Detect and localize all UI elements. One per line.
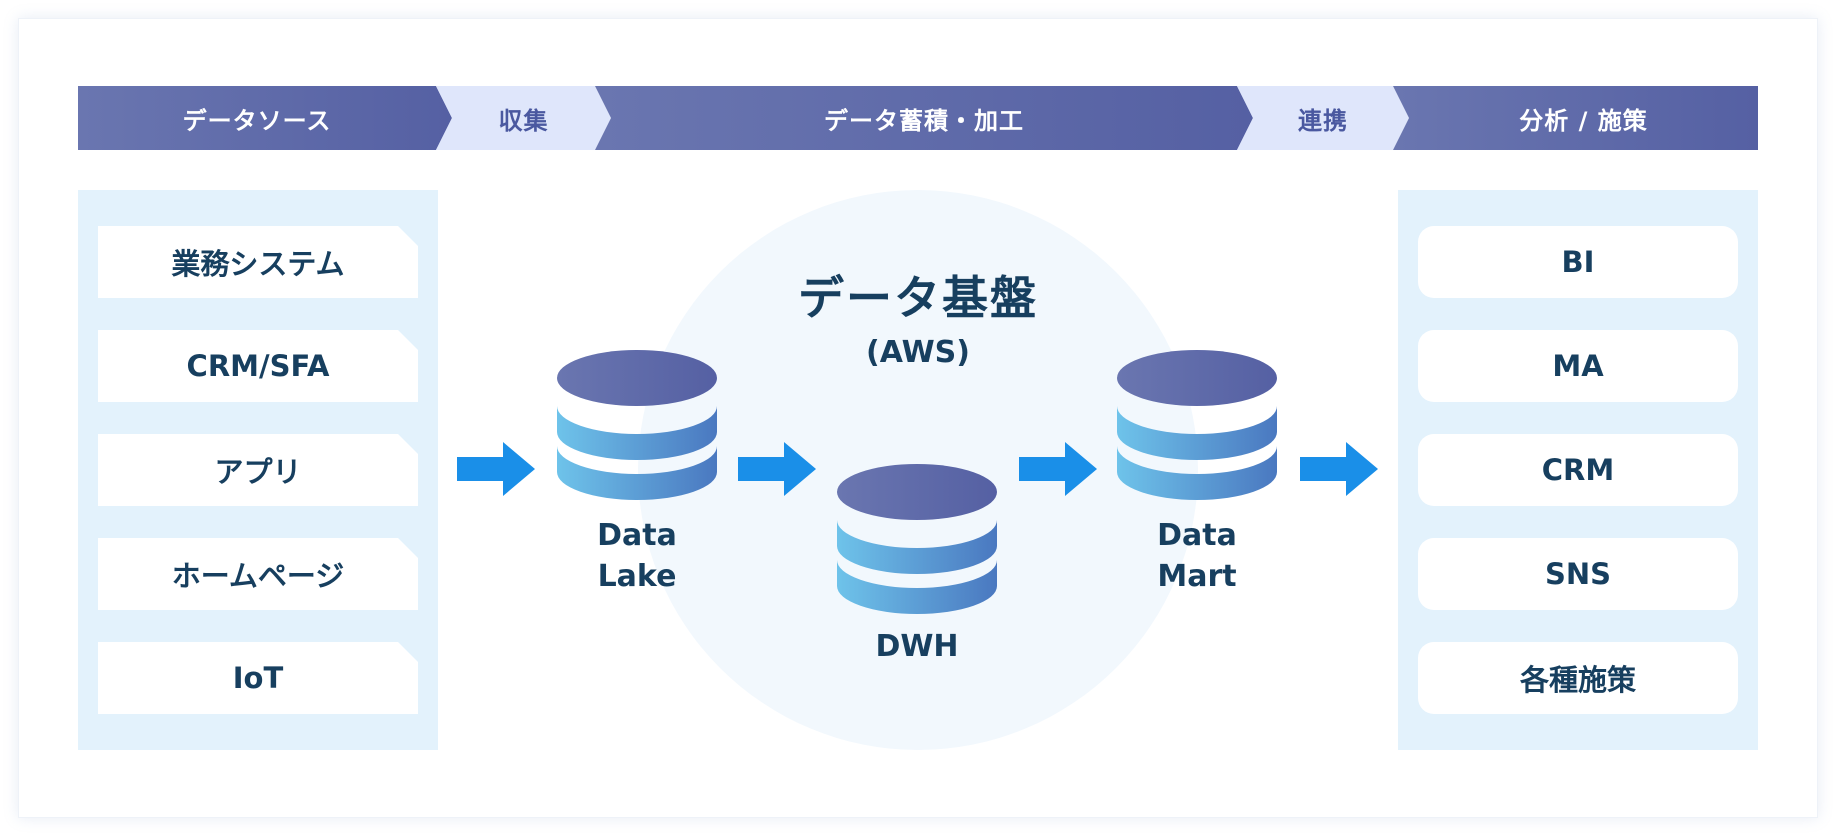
data-mart-label: Data Mart [1087,515,1307,597]
data-lake-label: Data Lake [527,515,747,597]
data-source-panel: 業務システム CRM/SFA アプリ ホームページ IoT [78,190,438,750]
use-item-bi: BI [1418,226,1738,298]
right-arrow-icon [457,442,535,496]
data-mart-label-line2: Mart [1157,559,1237,594]
source-item-app: アプリ [98,434,418,506]
platform-subtitle: (AWS) [866,335,970,370]
dwh-label: DWH [875,629,959,664]
platform-title: データ基盤 [798,271,1038,325]
use-item-crm: CRM [1418,434,1738,506]
stage-bg-analysis [1393,86,1758,150]
data-lake-label-line1: Data [597,518,677,553]
data-mart-label-line1: Data [1157,518,1237,553]
stage-data-source: データソース [182,106,332,135]
stage-bg-collect [436,86,611,150]
use-item-sns: SNS [1418,538,1738,610]
stage-analysis: 分析 / 施策 [1519,106,1648,135]
right-arrow-icon [738,442,816,496]
source-item-business-system: 業務システム [98,226,418,298]
use-item-ma: MA [1418,330,1738,402]
stage-link: 連携 [1298,106,1348,135]
stage-bg-link [1237,86,1409,150]
stage-collect: 収集 [498,106,549,135]
dwh-database-icon [837,464,997,614]
data-lake-database-icon [557,350,717,500]
right-arrow-icon [1300,442,1378,496]
analysis-panel: BI MA CRM SNS 各種施策 [1398,190,1758,750]
data-mart-database-icon [1117,350,1277,500]
data-lake-label-line2: Lake [597,559,677,594]
source-item-iot: IoT [98,642,418,714]
stage-bg-data-source [78,86,452,150]
right-arrow-icon [1019,442,1097,496]
stage-bg-store-process [595,86,1253,150]
stage-store-process: データ蓄積・加工 [824,106,1024,135]
source-item-homepage: ホームページ [98,538,418,610]
source-item-crm-sfa: CRM/SFA [98,330,418,402]
use-item-various-measures: 各種施策 [1418,642,1738,714]
